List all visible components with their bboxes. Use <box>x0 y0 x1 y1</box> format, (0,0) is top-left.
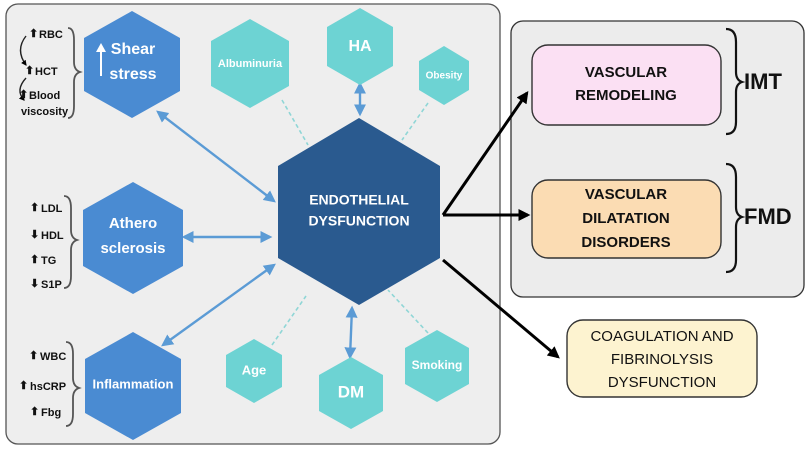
label-athero-line2: sclerosis <box>100 240 165 257</box>
factor-hdl: HDL <box>41 230 64 242</box>
box-coagulation <box>566 319 758 398</box>
factor-tg: TG <box>41 255 56 267</box>
label-fmd: FMD <box>744 204 792 229</box>
cycle-arrow-hct-blood-icon <box>18 77 27 101</box>
outcome-arrows <box>441 91 560 359</box>
remodeling-line1: VASCULAR <box>585 64 667 81</box>
label-inflammation: Inflammation <box>93 376 174 391</box>
label-age: Age <box>242 362 267 377</box>
mechanism-hexagons: Shear stress Athero sclerosis Inflammati… <box>83 11 183 440</box>
factor-arrow-s1p-icon: ⬇ <box>30 278 39 290</box>
coagulation-line2: FIBRINOLYSIS <box>611 351 713 368</box>
bracket-shear <box>67 27 83 119</box>
label-imt: IMT <box>744 69 782 94</box>
coagulation-line3: DYSFUNCTION <box>608 374 716 391</box>
factor-blood: Blood <box>29 90 60 102</box>
connector-smoking <box>387 289 429 334</box>
hex-ha <box>327 8 393 85</box>
bracket-fmd <box>725 162 746 274</box>
box-vascular-dilatation <box>531 179 722 259</box>
center-label-line2: DYSFUNCTION <box>308 213 409 229</box>
factor-wbc: WBC <box>40 351 66 363</box>
risk-hexagons: Albuminuria HA Obesity Age DM Smoking <box>211 8 469 429</box>
factor-hscrp: hsCRP <box>30 381 66 393</box>
risk-connectors <box>271 99 429 346</box>
factor-arrow-wbc-icon: ⬆ <box>29 350 38 362</box>
factor-arrow-ldl-icon: ⬆ <box>30 202 39 214</box>
factor-hct: HCT <box>35 66 58 78</box>
label-athero-line1: Athero <box>109 215 157 232</box>
bracket-athero <box>63 195 80 289</box>
arrow-dm-center <box>344 305 358 360</box>
factor-viscosity: viscosity <box>21 106 69 118</box>
label-obesity: Obesity <box>426 71 463 82</box>
factor-lists: ⬆ RBC ⬆ HCT ⬆ Blood viscosity ⬆ LDL ⬇ HD… <box>18 27 83 427</box>
box-vascular-remodeling <box>531 44 722 126</box>
factor-arrow-hct-icon: ⬆ <box>25 65 34 77</box>
factor-arrow-blood-icon: ⬆ <box>19 89 28 101</box>
center-label-line1: ENDOTHELIAL <box>309 192 409 208</box>
mechanism-arrows <box>156 81 366 360</box>
factor-rbc: RBC <box>39 29 63 41</box>
connector-age <box>271 295 307 346</box>
coagulation-line1: COAGULATION AND <box>590 328 733 345</box>
factor-arrow-rbc-icon: ⬆ <box>29 28 38 40</box>
hex-dm <box>319 357 383 429</box>
hex-endothelial-dysfunction <box>278 118 440 305</box>
remodeling-line2: REMODELING <box>575 87 677 104</box>
factor-arrow-fbg-icon: ⬆ <box>30 406 39 418</box>
outcomes: VASCULAR REMODELING IMT VASCULAR DILATAT… <box>531 27 792 398</box>
hex-albuminuria <box>211 19 289 108</box>
arrow-to-coagulation <box>442 258 560 359</box>
label-smoking: Smoking <box>412 358 463 372</box>
arrow-inflammation-center <box>161 263 276 347</box>
label-shear-line2: stress <box>109 66 156 83</box>
factor-s1p: S1P <box>41 279 62 291</box>
bracket-imt <box>725 27 746 136</box>
label-albuminuria: Albuminuria <box>218 58 283 70</box>
arrow-to-remodeling <box>441 91 529 216</box>
dilatation-line2: DILATATION <box>582 210 669 227</box>
hex-shear-stress <box>84 11 180 118</box>
connector-albuminuria <box>281 99 309 146</box>
hex-age <box>226 339 282 403</box>
hex-obesity <box>419 46 469 105</box>
hex-atherosclerosis <box>83 182 183 294</box>
factor-arrow-tg-icon: ⬆ <box>30 254 39 266</box>
label-shear-line1: Shear <box>111 41 155 58</box>
dilatation-line1: VASCULAR <box>585 186 667 203</box>
connector-obesity <box>401 102 429 141</box>
bracket-inflammation <box>65 341 82 427</box>
shear-up-arrow-icon <box>96 43 106 76</box>
cycle-arrow-rbc-hct-icon <box>19 35 27 66</box>
hex-inflammation <box>85 332 181 440</box>
arrow-shear-center <box>156 110 276 203</box>
factor-arrow-hdl-icon: ⬇ <box>30 229 39 241</box>
factor-ldl: LDL <box>41 203 63 215</box>
hex-smoking <box>405 330 469 402</box>
label-ha: HA <box>348 38 372 55</box>
dilatation-line3: DISORDERS <box>581 234 670 251</box>
label-dm: DM <box>338 382 364 401</box>
factor-arrow-hscrp-icon: ⬆ <box>19 380 28 392</box>
factor-fbg: Fbg <box>41 407 61 419</box>
